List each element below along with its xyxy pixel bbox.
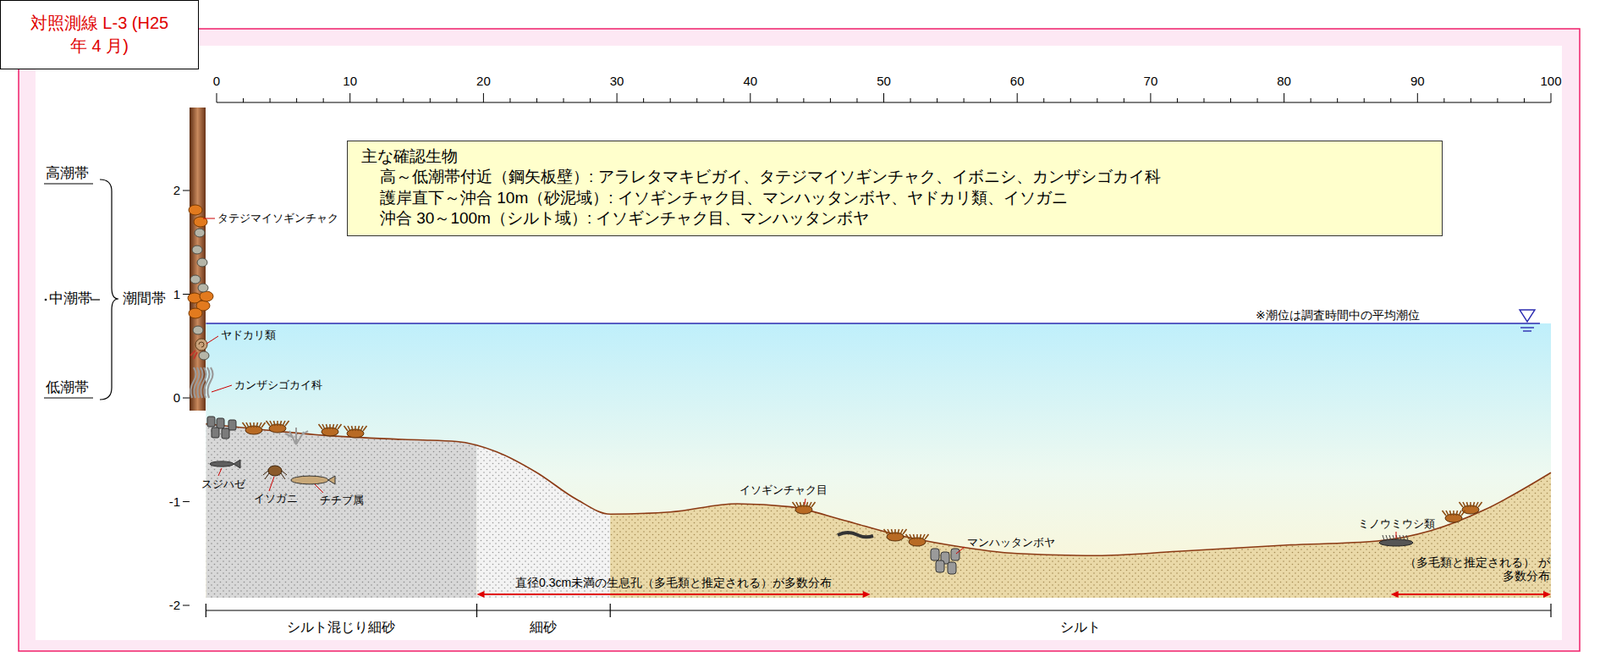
- distance-tick-label: 70: [1143, 73, 1159, 88]
- organism-label: ミノウミウシ類: [1358, 517, 1436, 531]
- water-level: [205, 322, 1540, 325]
- distance-axis: [216, 93, 1551, 103]
- distance-tick-label: 30: [610, 73, 625, 88]
- organism-label: イソガニ: [253, 492, 298, 506]
- organism-label: スジハゼ: [201, 478, 246, 491]
- tidal-zone-label: 潮間帯: [122, 290, 166, 308]
- tide-note: ※潮位は調査時間中の平均潮位: [1255, 307, 1420, 322]
- tidal-zone-brace: [43, 179, 119, 400]
- level-ticks: [182, 190, 190, 605]
- seabed-profile: [205, 423, 1551, 556]
- tidal-zone-label: 高潮帯: [45, 164, 89, 182]
- tidal-zone-label: 中潮帯: [49, 290, 93, 308]
- burrow-range-arrow: [477, 590, 871, 598]
- species-line: 高～低潮帯付近（鋼矢板壁）: アラレタマキビガイ、タテジマイソギンチャク、イボニ…: [361, 166, 1430, 187]
- outer-frame: [18, 28, 1580, 651]
- distance-tick-label: 90: [1410, 73, 1425, 88]
- level-tick-label: 2: [173, 182, 181, 198]
- sediment-label: シルト: [1060, 619, 1101, 635]
- distance-tick-label: 50: [876, 73, 891, 88]
- organism-label: ヤドカリ類: [220, 329, 276, 342]
- level-tick-label: 1: [173, 286, 181, 302]
- species-line: 護岸直下～沖合 10m（砂泥域）: イソギンチャク目、マンハッタンボヤ、ヤドカリ…: [361, 187, 1430, 209]
- organism-label: イソギンチャク目: [739, 483, 828, 497]
- species-note-box: 主な確認生物高～低潮帯付近（鋼矢板壁）: アラレタマキビガイ、タテジマイソギンチ…: [346, 140, 1443, 237]
- title-text: 対照測線 L-3 (H25 年 4 月): [27, 11, 172, 58]
- sediment-label: 細砂: [529, 619, 557, 635]
- burrow-range-arrow: [1391, 590, 1551, 598]
- level-tick-label: -1: [169, 494, 181, 509]
- burrow-note: 直径0.3cm未満の生息孔（多毛類と推定される）が多数分布: [515, 575, 832, 589]
- species-line: 沖合 30～100m（シルト域）: イソギンチャク目、マンハッタンボヤ: [361, 208, 1430, 229]
- box-heading: 主な確認生物: [361, 146, 1430, 167]
- level-tick-label: 0: [173, 390, 181, 405]
- distance-tick-label: 10: [342, 73, 358, 88]
- leader-lines: [203, 218, 1397, 554]
- organism-label: タテジマイソギンチャク: [217, 212, 339, 226]
- distance-tick-label: 100: [1539, 73, 1562, 88]
- sediment: [205, 338, 1551, 601]
- sediment-bracket: [205, 603, 1551, 617]
- burrow-note: （多毛類と推定される） が多数分布: [1397, 555, 1551, 583]
- tide-symbol: [1519, 309, 1535, 331]
- tidal-zone-label: 低潮帯: [45, 379, 89, 396]
- organism-label: チチブ属: [319, 494, 364, 507]
- distance-tick-label: 80: [1276, 73, 1292, 88]
- sediment-label: シルト混じり細砂: [286, 619, 396, 635]
- distance-tick-label: 20: [476, 73, 491, 88]
- organism-label: カンザシゴカイ科: [234, 379, 323, 392]
- title-box: 対照測線 L-3 (H25 年 4 月): [0, 0, 199, 70]
- level-tick-label: -2: [169, 597, 181, 612]
- distance-tick-label: 40: [742, 73, 758, 88]
- organism-label: マンハッタンボヤ: [967, 536, 1056, 550]
- inner-panel: [35, 45, 1562, 640]
- distance-tick-label: 60: [1010, 73, 1025, 88]
- distance-tick-label: 0: [213, 73, 220, 88]
- organism-icons: [187, 204, 1483, 574]
